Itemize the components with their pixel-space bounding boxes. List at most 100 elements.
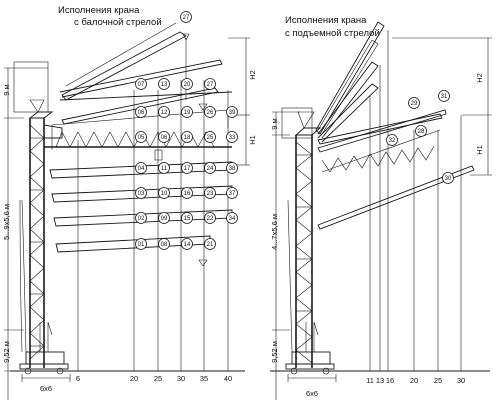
left-badge-label: 39: [229, 110, 236, 116]
left-badge-circle: [158, 162, 170, 174]
left-badge-label: 23: [207, 191, 214, 197]
left-badge-label: 24: [207, 166, 214, 172]
left-base-label: 6x6: [40, 384, 52, 393]
left-dimensions: 9 м 5...9x5,6 м 9,52 м: [2, 61, 49, 400]
left-badge-circle: [135, 78, 147, 90]
left-badge-circle: [181, 106, 193, 118]
left-badge-label: 02: [138, 216, 145, 222]
left-badge-circle: [181, 131, 193, 143]
left-badge-circle: [204, 212, 216, 224]
right-title-line1: Исполнения крана: [285, 15, 367, 26]
right-tick: 25: [434, 376, 442, 385]
left-height-dims: H2 H1: [228, 37, 257, 166]
left-dim-top: 9 м: [2, 84, 11, 95]
left-badge-label: 07: [138, 82, 145, 88]
right-badge-label: 28: [418, 129, 425, 135]
right-variant-badges: 29 31 28 32 30: [386, 90, 454, 184]
left-badge-label: 14: [184, 242, 191, 248]
left-badge-label: 11: [161, 166, 168, 172]
right-title-line2: с подъемной стрелой: [285, 28, 380, 39]
left-tick: 35: [200, 374, 208, 383]
right-h1-label: H1: [475, 145, 484, 155]
right-badge-circle: [442, 172, 454, 184]
left-badge-circle: [204, 131, 216, 143]
right-tick: 30: [457, 376, 465, 385]
left-h1-label: H1: [248, 135, 257, 145]
right-tick: 16: [386, 376, 394, 385]
left-badge-circle: [158, 78, 170, 90]
left-h2-label: H2: [248, 70, 257, 80]
left-badge-label: 17: [184, 166, 191, 172]
left-badge-label: 25: [207, 135, 214, 141]
left-badge-circle: [135, 187, 147, 199]
right-height-dims: H2 H1: [392, 37, 492, 176]
right-tick: 11: [366, 376, 374, 385]
left-badge-label: 26: [207, 110, 214, 116]
left-badge-circle: [158, 187, 170, 199]
left-badge-circle: [226, 187, 238, 199]
left-badge-label: 13: [161, 82, 168, 88]
right-badge-label: 29: [411, 101, 418, 107]
left-badge-circle: [226, 162, 238, 174]
left-badge-circle: [181, 78, 193, 90]
left-reach-ticks: 6 20 25 30 35 40: [76, 374, 232, 383]
right-base-dim: 6x6: [287, 374, 337, 398]
left-badge-circle: [158, 212, 170, 224]
right-badge-label: 30: [445, 176, 452, 182]
left-badge-label: 37: [229, 191, 236, 197]
left-tick: 6: [76, 374, 80, 383]
left-badge-label: 34: [229, 216, 236, 222]
left-badge-label: 33: [229, 135, 236, 141]
right-badge-circle: [415, 125, 427, 137]
left-badge-circle: [181, 238, 193, 250]
left-badge-label: 12: [161, 110, 168, 116]
left-title-line1: Исполнения крана: [58, 5, 140, 16]
right-tower-mast: [294, 111, 322, 368]
left-dim-low: 9,52 м: [2, 341, 11, 363]
left-badge-label: 22: [207, 216, 214, 222]
left-badge-label: 08: [161, 242, 168, 248]
left-badge-label: 15: [184, 216, 191, 222]
right-badge-label: 31: [441, 94, 448, 100]
left-tick: 25: [154, 374, 162, 383]
right-badge-circle: [386, 134, 398, 146]
left-badge-label: 03: [138, 191, 145, 197]
left-badge-label: 04: [138, 166, 145, 172]
left-tick: 40: [224, 374, 232, 383]
left-badge-label: 27: [183, 15, 190, 21]
left-badge-circle: [180, 11, 192, 23]
right-h2-label: H2: [475, 73, 484, 83]
left-cable: [19, 199, 27, 353]
right-tick: 20: [410, 376, 418, 385]
left-tower-mast: [28, 99, 63, 368]
right-reach-ticks: 11 13 16 20 25 30: [366, 376, 465, 385]
right-badge-circle: [438, 90, 450, 102]
left-badge-label: 09: [161, 216, 168, 222]
left-badge-label: 10: [161, 191, 168, 197]
right-dimensions: 9 м 4...7x5,6 м 9,52 м: [270, 107, 313, 400]
left-badge-label: 16: [184, 191, 191, 197]
left-badge-circle: [135, 162, 147, 174]
left-badge-circle: [226, 212, 238, 224]
right-crane-panel: Исполнения крана с подъемной стрелой: [270, 15, 492, 400]
left-badge-circle: [181, 187, 193, 199]
left-badge-label: 18: [184, 135, 191, 141]
left-badge-circle: [204, 238, 216, 250]
left-badge-circle: [181, 162, 193, 174]
left-badge-label: 27: [207, 82, 214, 88]
right-base-label: 6x6: [306, 389, 318, 398]
left-reach-lines: [77, 38, 229, 371]
left-crane-base: [19, 321, 69, 375]
left-badge-circle: [204, 162, 216, 174]
left-badge-circle: [204, 187, 216, 199]
left-badge-circle: [135, 106, 147, 118]
right-dim-low: 9,52 м: [270, 341, 279, 363]
right-dim-top: 9 м: [270, 118, 279, 129]
right-jibs: [315, 21, 475, 230]
left-badge-circle: [204, 106, 216, 118]
right-badge-circle: [408, 97, 420, 109]
left-badge-circle: [226, 106, 238, 118]
right-tick: 13: [376, 376, 384, 385]
right-badge-label: 32: [389, 138, 396, 144]
